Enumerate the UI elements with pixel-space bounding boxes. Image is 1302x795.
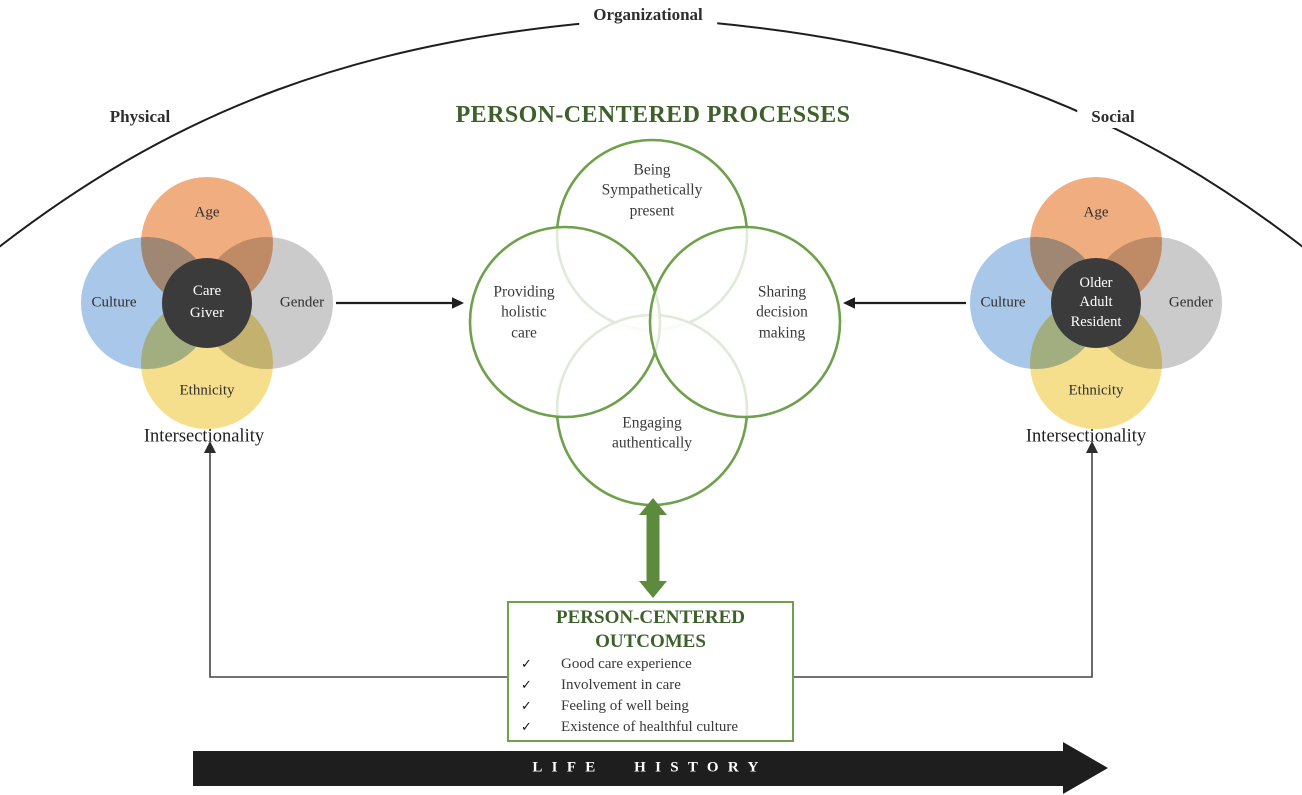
caregiver-intersectionality-venn: Age Culture Gender Ethnicity Care Giver — [81, 177, 333, 429]
caregiver-gender-label: Gender — [279, 294, 325, 311]
resident-intersectionality-venn: Age Culture Gender Ethnicity Older Adult… — [970, 177, 1222, 429]
older-adult-resident-circle: Older Adult Resident — [1051, 258, 1141, 348]
caregiver-ethnicity-label: Ethnicity — [179, 382, 235, 399]
check-icon: ✓ — [521, 656, 532, 672]
processes-outcomes-double-arrow-icon — [639, 498, 667, 598]
outcome-item-label: Good care experience — [561, 655, 692, 672]
context-label-physical: Physical — [95, 106, 185, 128]
outcome-item: ✓ Feeling of well being — [509, 696, 792, 717]
context-label-social: Social — [1077, 106, 1149, 128]
outcome-item-label: Involvement in care — [561, 676, 681, 693]
check-icon: ✓ — [521, 719, 532, 735]
caregiver-age-label: Age — [194, 204, 220, 221]
care-giver-label: Care Giver — [189, 283, 225, 321]
processes-title: PERSON-CENTERED PROCESSES — [455, 102, 851, 128]
caregiver-culture-label: Culture — [91, 294, 137, 311]
outcomes-title: PERSON-CENTERED OUTCOMES — [556, 607, 745, 652]
resident-age-label: Age — [1083, 204, 1109, 221]
engaging-authentically-circle — [555, 313, 749, 507]
check-icon: ✓ — [521, 677, 532, 693]
outcome-item: ✓ Good care experience — [509, 654, 792, 675]
outcome-item: ✓ Existence of healthful culture — [509, 717, 792, 738]
engaging-authentically-label: Engaging authentically — [611, 414, 693, 452]
resident-to-processes-arrowhead-icon — [843, 297, 855, 309]
providing-holistic-care-label: Providing holistic care — [493, 283, 555, 342]
sharing-decision-making-circle — [648, 225, 842, 419]
resident-ethnicity-label: Ethnicity — [1068, 382, 1124, 399]
outcomes-box: PERSON-CENTERED OUTCOMES ✓ Good care exp… — [507, 601, 794, 742]
resident-intersectionality-label: Intersectionality — [1025, 426, 1147, 447]
sharing-decision-making-label: Sharing decision making — [756, 283, 808, 342]
check-icon: ✓ — [521, 698, 532, 714]
context-label-organizational: Organizational — [579, 4, 717, 26]
resident-gender-label: Gender — [1168, 294, 1214, 311]
life-history-label: LIFE HISTORY — [532, 759, 768, 776]
outcomes-to-caregiver-connector — [209, 452, 509, 678]
outcomes-to-resident-connector — [792, 452, 1093, 678]
caregiver-to-processes-arrowhead-icon — [452, 297, 464, 309]
outcome-item-label: Existence of healthful culture — [561, 718, 739, 735]
outcome-item-label: Feeling of well being — [561, 697, 689, 714]
care-giver-circle: Care Giver — [162, 258, 252, 348]
older-adult-resident-label: Older Adult Resident — [1070, 274, 1122, 330]
resident-culture-label: Culture — [980, 294, 1026, 311]
being-sympathetically-present-label: Being Sympathetically present — [601, 161, 703, 220]
caregiver-intersectionality-label: Intersectionality — [143, 426, 265, 447]
outcome-item: ✓ Involvement in care — [509, 675, 792, 696]
